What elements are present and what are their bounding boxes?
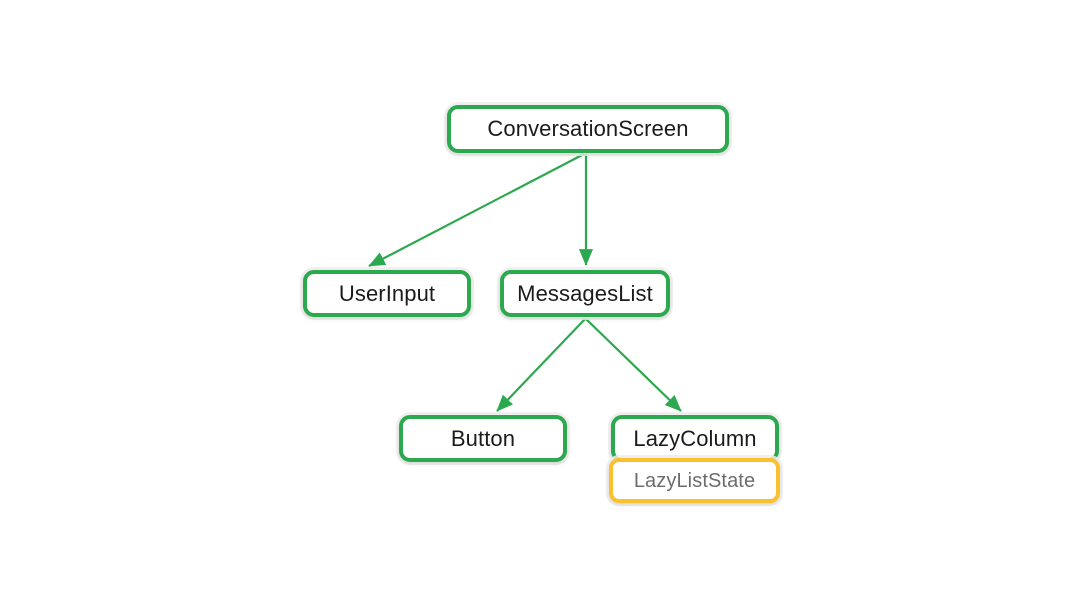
- node-label: LazyColumn: [633, 425, 757, 451]
- edge-messages-list-to-button: [496, 318, 586, 412]
- node-label: Button: [450, 425, 516, 451]
- node-label: MessagesList: [517, 280, 653, 306]
- node-messages-list[interactable]: MessagesList: [500, 270, 670, 317]
- node-label: UserInput: [338, 280, 436, 306]
- node-button[interactable]: Button: [399, 415, 567, 462]
- node-user-input[interactable]: UserInput: [303, 270, 471, 317]
- node-label: ConversationScreen: [487, 116, 689, 141]
- edge-conversation-screen-to-user-input: [368, 153, 585, 267]
- node-conversation-screen[interactable]: ConversationScreen: [447, 105, 729, 153]
- node-label: LazyListState: [633, 469, 756, 492]
- node-lazy-list-state[interactable]: LazyListState: [609, 458, 780, 503]
- edge-messages-list-to-lazy-column: [585, 318, 682, 412]
- node-lazy-column[interactable]: LazyColumn: [611, 415, 779, 462]
